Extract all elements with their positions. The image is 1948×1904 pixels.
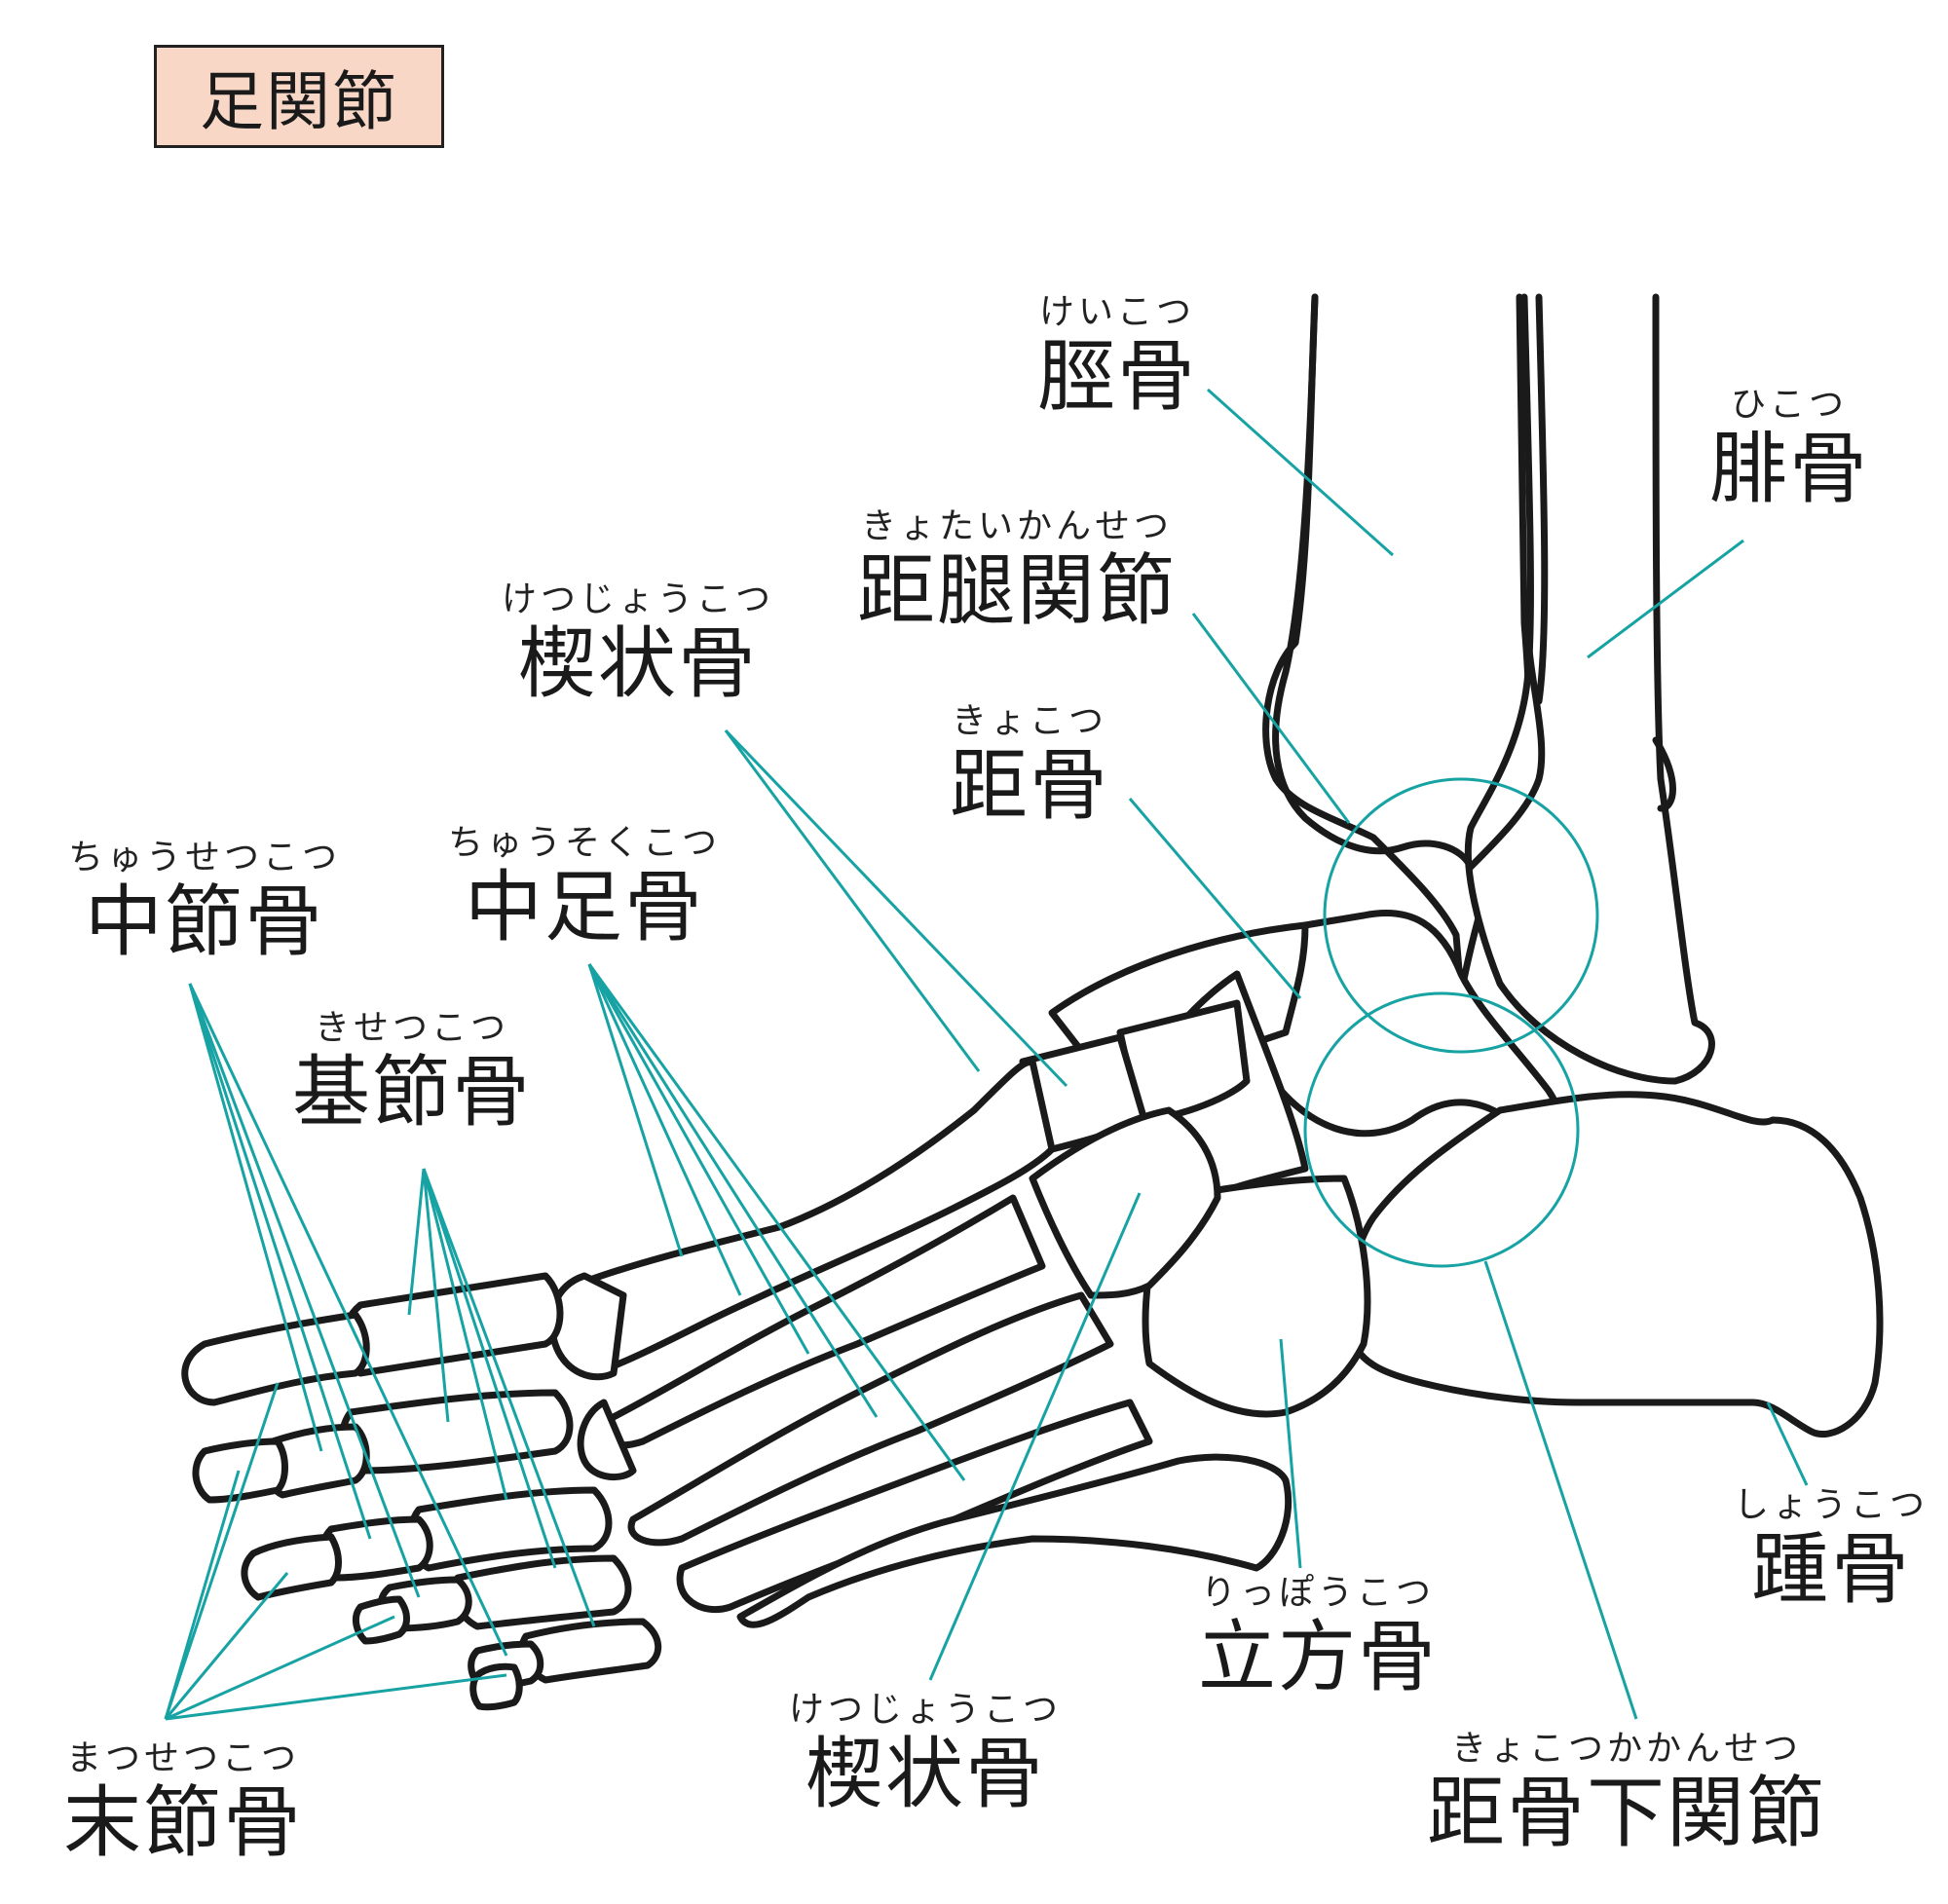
proximal-phalanx-1 <box>340 1272 564 1377</box>
cuneiform-3 <box>1029 1106 1221 1299</box>
distal-phalanx-2 <box>192 1437 288 1504</box>
label-talocrural-ruby: きょたいかんせつ <box>860 506 1173 546</box>
leader-metatarsal-5 <box>587 963 966 1481</box>
label-middle-phalanx-name: 中節骨 <box>85 877 324 967</box>
leader-metatarsal-3 <box>587 963 810 1355</box>
leader-cuboid <box>1279 1338 1302 1569</box>
leader-calcaneus <box>1766 1401 1809 1486</box>
metatarsal-2 <box>598 1194 1046 1449</box>
leader-distal-2 <box>164 1470 241 1720</box>
proximal-phalanx-4 <box>450 1554 632 1630</box>
leader-distal-4 <box>165 1615 395 1721</box>
label-metatarsal-name: 中足骨 <box>465 862 704 952</box>
leader-distal-1 <box>164 1382 280 1720</box>
label-tibia-ruby: けいこつ <box>1038 292 1195 332</box>
label-cuboid-name: 立方骨 <box>1198 1612 1438 1702</box>
label-distal-phalanx: まつせつこつ 末節骨 <box>63 1738 303 1867</box>
label-talus: きょこつ 距骨 <box>950 701 1109 830</box>
label-cuneiform-top: けつじょうこつ 楔状骨 <box>502 579 774 708</box>
label-cuneiform-top-ruby: けつじょうこつ <box>502 579 775 619</box>
page-title: 足関節 <box>200 64 398 139</box>
label-subtalar-ruby: きょこつかかんせつ <box>1450 1729 1802 1769</box>
bones <box>181 293 1884 1711</box>
talocrural-joint-circle <box>1323 777 1599 1054</box>
leader-middle-4 <box>188 983 508 1657</box>
leader-distal-3 <box>164 1572 289 1720</box>
subtalar-joint-circle <box>1303 991 1580 1268</box>
leader-cuneiform-top-1 <box>724 729 981 1072</box>
leader-talus <box>1128 798 1302 999</box>
label-middle-phalanx-ruby: ちゅうせつこつ <box>68 838 342 877</box>
leader-proximal-4 <box>422 1168 557 1569</box>
label-talus-name: 距骨 <box>950 740 1109 831</box>
label-talocrural-name: 距腿関節 <box>857 545 1177 636</box>
title-box: 足関節 <box>154 45 444 148</box>
label-fibula-name: 腓骨 <box>1709 424 1869 514</box>
distal-phalanx-3 <box>241 1533 342 1601</box>
label-cuneiform-bottom-ruby: けつじょうこつ <box>789 1690 1063 1730</box>
label-metatarsal-ruby: ちゅうそくこつ <box>448 823 722 863</box>
leader-tibia <box>1206 388 1395 557</box>
leader-subtalar <box>1483 1260 1638 1720</box>
label-tibia: けいこつ 脛骨 <box>1037 292 1197 421</box>
leader-middle-2 <box>188 983 372 1540</box>
label-cuboid: りっぽうこつ 立方骨 <box>1198 1573 1438 1701</box>
label-proximal-phalanx: きせつこつ 基節骨 <box>292 1008 532 1137</box>
metatarsal-head-2 <box>577 1399 637 1481</box>
label-fibula: ひこつ 腓骨 <box>1709 385 1869 513</box>
label-subtalar: きょこつかかんせつ 距骨下関節 <box>1427 1729 1826 1857</box>
label-cuneiform-top-name: 楔状骨 <box>518 618 758 709</box>
label-distal-phalanx-name: 末節骨 <box>63 1777 303 1868</box>
label-cuboid-ruby: りっぽうこつ <box>1200 1573 1435 1613</box>
label-tibia-name: 脛骨 <box>1037 331 1197 422</box>
label-fibula-ruby: ひこつ <box>1730 385 1848 425</box>
leader-metatarsal-4 <box>587 963 879 1418</box>
tibia-lower <box>1272 293 1546 871</box>
label-talus-ruby: きょこつ <box>951 701 1107 741</box>
label-calcaneus-name: 踵骨 <box>1751 1524 1911 1615</box>
proximal-phalanx-2 <box>338 1389 574 1475</box>
leader-proximal-1 <box>407 1168 426 1316</box>
label-proximal-phalanx-ruby: きせつこつ <box>314 1008 509 1048</box>
distal-phalanx-4 <box>352 1595 410 1645</box>
leader-proximal-3 <box>422 1168 508 1501</box>
leader-proximal-5 <box>422 1168 596 1627</box>
label-proximal-phalanx-name: 基節骨 <box>292 1047 532 1138</box>
label-cuneiform-bottom-name: 楔状骨 <box>805 1729 1045 1819</box>
metatarsal-3 <box>627 1291 1114 1547</box>
label-talocrural: きょたいかんせつ 距腿関節 <box>857 506 1177 635</box>
label-calcaneus: しょうこつ 踵骨 <box>1734 1485 1929 1614</box>
label-distal-phalanx-ruby: まつせつこつ <box>65 1738 300 1778</box>
leader-distal-5 <box>165 1673 507 1721</box>
leader-cuneiform-top-2 <box>724 728 1068 1088</box>
leader-talocrural <box>1191 613 1351 824</box>
leader-metatarsal-1 <box>587 963 684 1257</box>
leader-proximal-2 <box>422 1168 450 1423</box>
leader-middle-3 <box>188 983 421 1598</box>
distal-phalanx-5 <box>469 1662 523 1711</box>
leader-middle-1 <box>188 983 323 1452</box>
label-subtalar-name: 距骨下関節 <box>1427 1768 1826 1858</box>
leader-metatarsal-2 <box>587 963 742 1296</box>
metatarsal-4 <box>676 1399 1153 1614</box>
fibula-bone <box>1464 293 1715 1085</box>
metatarsal-head-1 <box>547 1272 627 1381</box>
label-metatarsal: ちゅうそくこつ 中足骨 <box>448 823 721 952</box>
label-cuneiform-bottom: けつじょうこつ 楔状骨 <box>789 1690 1062 1818</box>
leader-cuneiform-bottom <box>928 1192 1142 1681</box>
joint-circles <box>1303 777 1599 1268</box>
leader-lines <box>164 388 1809 1721</box>
metatarsal-5 <box>736 1453 1292 1628</box>
leader-fibula <box>1587 539 1744 659</box>
label-middle-phalanx: ちゅうせつこつ 中節骨 <box>68 838 341 966</box>
label-calcaneus-ruby: しょうこつ <box>1734 1485 1929 1525</box>
